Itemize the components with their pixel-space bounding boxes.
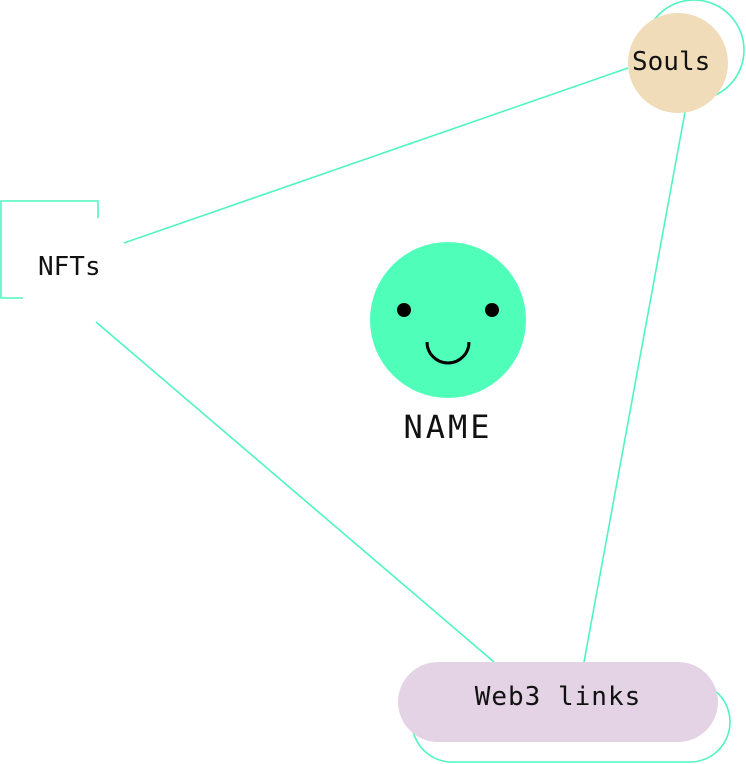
- souls-node: [628, 13, 728, 113]
- nfts-label: NFTs: [38, 252, 101, 282]
- avatar-icon: [370, 242, 526, 398]
- web3-node: [398, 662, 718, 742]
- web3-links-label: Web3 links: [474, 682, 642, 712]
- souls-label: Souls: [632, 47, 711, 77]
- avatar-smile: [425, 341, 471, 365]
- nfts-bracket: [0, 200, 99, 299]
- connector-nfts-web3: [95, 321, 495, 663]
- avatar-face: [370, 242, 526, 398]
- profile-name: NAME: [403, 408, 493, 446]
- avatar-right-eye: [485, 303, 499, 317]
- avatar-left-eye: [397, 303, 411, 317]
- connector-souls-nfts: [123, 67, 629, 244]
- connector-souls-web3: [583, 111, 686, 663]
